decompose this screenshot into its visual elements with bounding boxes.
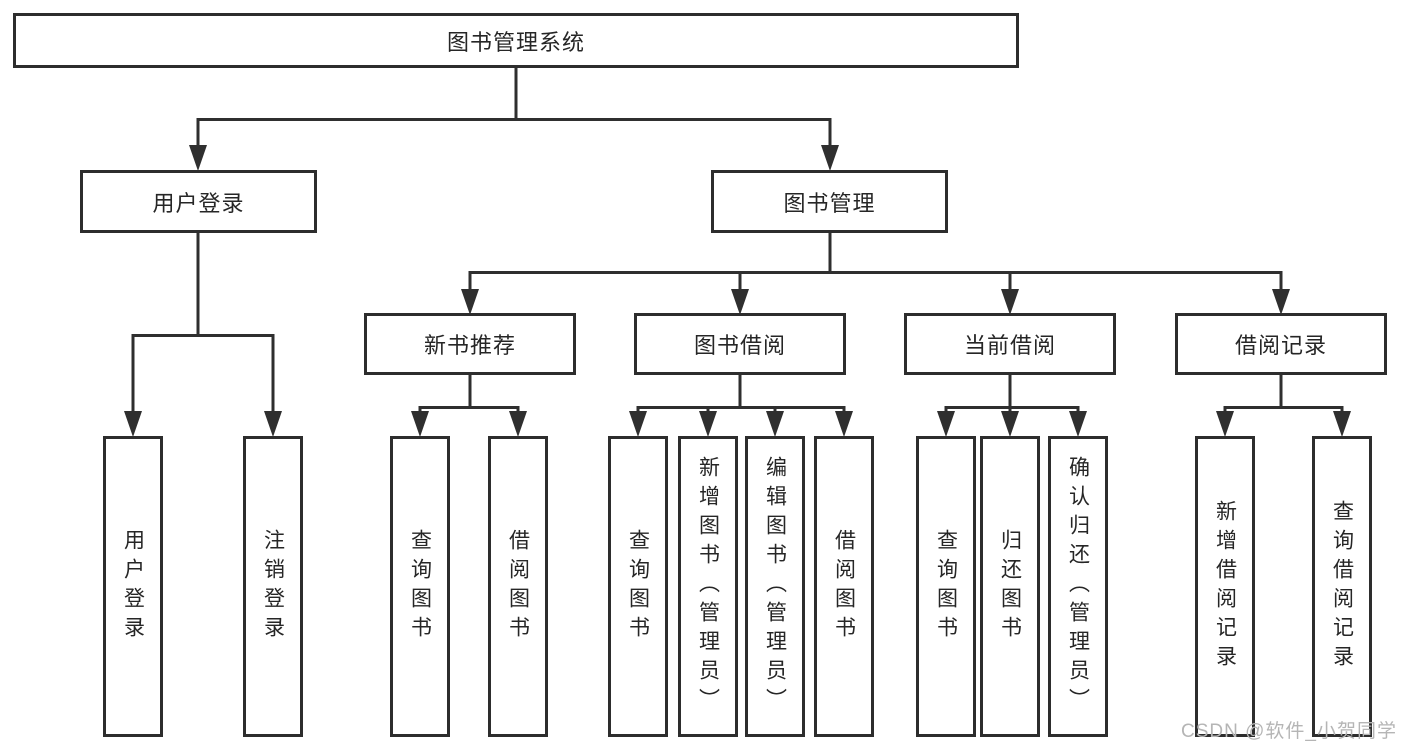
node-borrow-record-label: 借阅记录 — [1234, 333, 1327, 358]
leaf-borrow-books-recommend-label: 借阅图书 — [506, 528, 530, 645]
node-new-book-recommend: 新书推荐 — [364, 313, 576, 375]
root-node-label: 图书管理系统 — [446, 29, 585, 55]
leaf-query-borrow-record-label: 查询借阅记录 — [1330, 499, 1354, 674]
leaf-add-borrow-record-label: 新增借阅记录 — [1213, 499, 1237, 674]
leaf-edit-book-admin: 编辑图书（管理员） — [745, 436, 805, 737]
leaf-query-books-borrow-label: 查询图书 — [626, 528, 650, 645]
node-book-management: 图书管理 — [711, 170, 948, 233]
leaf-confirm-return-admin: 确认归还（管理员） — [1048, 436, 1108, 737]
leaf-logout: 注销登录 — [243, 436, 303, 737]
node-current-borrow: 当前借阅 — [904, 313, 1116, 375]
leaf-query-books-recommend-label: 查询图书 — [408, 528, 432, 645]
leaf-logout-label: 注销登录 — [261, 528, 285, 645]
node-book-management-label: 图书管理 — [783, 190, 876, 216]
csdn-watermark: CSDN @软件_小贺同学 — [1181, 721, 1397, 742]
leaf-borrow-books-recommend: 借阅图书 — [488, 436, 548, 737]
arrowhead-icons — [124, 145, 1351, 437]
leaf-return-book: 归还图书 — [980, 436, 1040, 737]
leaf-add-book-admin: 新增图书（管理员） — [678, 436, 738, 737]
node-book-borrow: 图书借阅 — [634, 313, 846, 375]
leaf-borrow-books: 借阅图书 — [814, 436, 874, 737]
leaf-query-books-borrow: 查询图书 — [608, 436, 668, 737]
node-user-login: 用户登录 — [80, 170, 317, 233]
node-user-login-label: 用户登录 — [152, 190, 245, 216]
leaf-query-books-current-label: 查询图书 — [934, 528, 958, 645]
leaf-query-borrow-record: 查询借阅记录 — [1312, 436, 1372, 737]
leaf-confirm-return-admin-label: 确认归还（管理员） — [1066, 456, 1090, 717]
leaf-user-login: 用户登录 — [103, 436, 163, 737]
leaf-borrow-books-label: 借阅图书 — [832, 528, 856, 645]
leaf-return-book-label: 归还图书 — [998, 528, 1022, 645]
leaf-edit-book-admin-label: 编辑图书（管理员） — [763, 456, 787, 717]
leaf-add-borrow-record: 新增借阅记录 — [1195, 436, 1255, 737]
leaf-query-books-recommend: 查询图书 — [390, 436, 450, 737]
leaf-query-books-current: 查询图书 — [916, 436, 976, 737]
leaf-add-book-admin-label: 新增图书（管理员） — [696, 456, 720, 717]
node-borrow-record: 借阅记录 — [1175, 313, 1387, 375]
node-new-book-recommend-label: 新书推荐 — [423, 333, 516, 358]
node-book-borrow-label: 图书借阅 — [693, 333, 786, 358]
leaf-user-login-label: 用户登录 — [121, 528, 145, 645]
root-node-library-system: 图书管理系统 — [13, 13, 1019, 68]
node-current-borrow-label: 当前借阅 — [963, 333, 1056, 358]
